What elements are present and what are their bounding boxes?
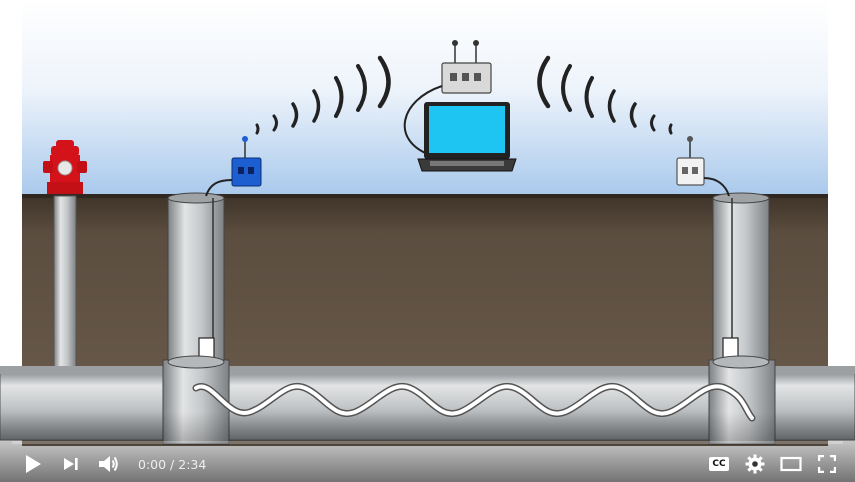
fire-hydrant	[43, 140, 87, 369]
next-button[interactable]	[52, 446, 90, 482]
gear-icon	[745, 454, 765, 474]
signal-waves-left	[255, 55, 391, 135]
captions-button[interactable]: CC	[701, 446, 737, 482]
duration: 2:34	[178, 456, 207, 472]
time-display: 0:00 / 2:34	[138, 457, 206, 472]
grey-sensor-transmitter	[676, 136, 730, 197]
base-station-receiver	[403, 40, 492, 156]
blue-sensor-transmitter	[205, 136, 262, 197]
fullscreen-icon	[818, 455, 836, 473]
signal-waves-right	[537, 55, 673, 135]
time-separator: /	[166, 456, 179, 472]
play-icon	[24, 454, 42, 474]
theater-mode-button[interactable]	[773, 446, 809, 482]
volume-icon	[98, 454, 120, 474]
play-button[interactable]	[14, 446, 52, 482]
next-icon	[63, 456, 79, 472]
left-well	[167, 192, 225, 375]
progress-bar[interactable]	[12, 441, 843, 444]
current-time: 0:00	[138, 456, 167, 472]
player-controls: 0:00 / 2:34 CC	[0, 446, 855, 482]
laptop	[417, 102, 517, 172]
mute-button[interactable]	[90, 446, 128, 482]
fullscreen-button[interactable]	[809, 446, 845, 482]
settings-button[interactable]	[737, 446, 773, 482]
captions-icon: CC	[709, 457, 729, 471]
right-well	[712, 192, 770, 375]
theater-icon	[780, 456, 802, 472]
